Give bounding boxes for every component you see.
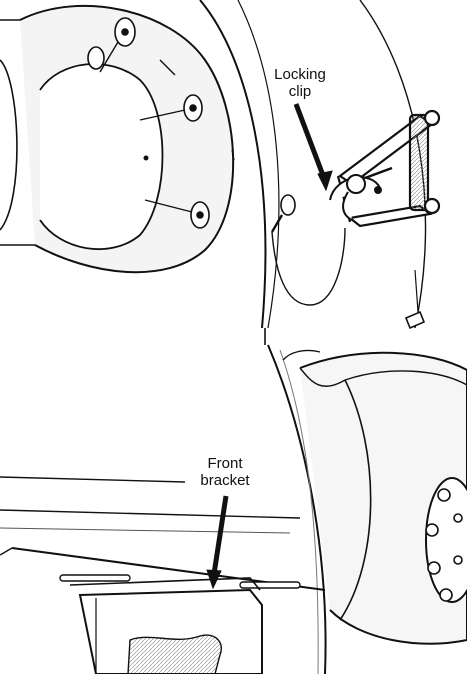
tether-cable (271, 227, 346, 306)
frame-rail-mid (0, 509, 301, 519)
weld-bead (127, 634, 222, 674)
front-bracket-label-line2: bracket (200, 472, 250, 489)
locking-clip-arrow (293, 103, 327, 179)
frame-rail-top (0, 476, 186, 483)
hub-bolts (425, 488, 463, 602)
locking-clip-label: Locking clip (255, 66, 345, 100)
wheel-rim-inner (237, 0, 280, 329)
lug-bolts (87, 17, 210, 229)
locking-clip-label-line2: clip (288, 83, 312, 100)
cable-eyelet (270, 194, 296, 233)
tire-curve (267, 344, 327, 674)
bracket-slot (59, 574, 131, 582)
locking-clip-pin (329, 166, 393, 221)
wheel-rim-outer (199, 0, 267, 329)
front-bracket-label: Front bracket (185, 455, 265, 489)
drum-body (299, 351, 467, 645)
top-panel (0, 0, 441, 330)
front-bracket-arrow (211, 495, 229, 575)
locking-clip-label-line1: Locking (274, 66, 326, 83)
front-bracket-label-line1: Front (207, 455, 243, 472)
bottom-panel (0, 344, 467, 674)
